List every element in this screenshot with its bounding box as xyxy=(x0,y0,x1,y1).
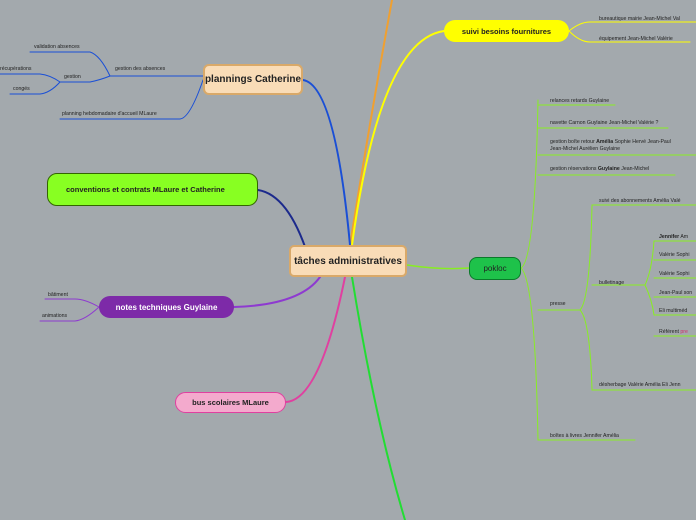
relances-label[interactable]: relances retards Guylaine xyxy=(550,98,610,104)
central-topic[interactable]: tâches administratives xyxy=(289,245,407,277)
presse-label[interactable]: presse xyxy=(550,301,566,307)
suivi-fournitures-node[interactable]: suivi besoins fournitures xyxy=(444,20,569,42)
abonnements-label[interactable]: suivi des abonnements Amélia Valé xyxy=(599,198,681,204)
bulletinage-item-6[interactable]: Référent pre xyxy=(659,329,688,335)
bulletinage-item-5[interactable]: Eli multiméd xyxy=(659,308,688,314)
branch-orange xyxy=(349,0,393,246)
branch-purple xyxy=(233,276,321,308)
gestion-boite-label[interactable]: gestion boîte retour Amélia Sophie Hervé… xyxy=(550,139,671,152)
boites-a-livres-label[interactable]: boîtes à livres Jennifer Amélia xyxy=(550,433,619,439)
validation-absences-label[interactable]: validation absences xyxy=(34,44,80,50)
recuperations-label[interactable]: récupérations xyxy=(0,66,32,72)
gestion-label[interactable]: gestion xyxy=(64,74,81,80)
gestion-reservations-label[interactable]: gestion réservations Guylaine Jean-Miche… xyxy=(550,166,650,172)
branch-yellow xyxy=(351,30,445,246)
conventions-node[interactable]: conventions et contrats MLaure et Cather… xyxy=(47,173,258,206)
branch-pokloc xyxy=(406,264,470,270)
gestion-absences-label[interactable]: gestion des absences xyxy=(115,66,166,72)
conges-label[interactable]: congés xyxy=(13,86,30,92)
plannings-catherine-node[interactable]: plannings Catherine xyxy=(203,64,303,95)
planning-hebdomadaire-label[interactable]: planning hebdomadaire d'accueil MLaure xyxy=(62,111,157,117)
bulletinage-item-4[interactable]: Jean-Paul son xyxy=(659,290,693,296)
branch-pink xyxy=(285,276,346,403)
bulletinage-item-2[interactable]: Valérie Sophi xyxy=(659,252,690,258)
pokloc-node[interactable]: pokloc xyxy=(469,257,521,280)
branch-green xyxy=(351,276,406,520)
desherbage-label[interactable]: désherbage Valérie Amélia Eli Jenn xyxy=(599,382,681,388)
bulletinage-item-1[interactable]: Jennifer Am xyxy=(659,234,689,240)
equipement-label[interactable]: équipement Jean-Michel Valérie xyxy=(599,36,673,42)
batiment-label[interactable]: bâtiment xyxy=(48,292,68,298)
branch-blue xyxy=(302,79,351,246)
bus-scolaires-node[interactable]: bus scolaires MLaure xyxy=(175,392,286,413)
bureautique-label[interactable]: bureautique mairie Jean-Michel Val xyxy=(599,16,680,22)
bulletinage-label[interactable]: bulletinage xyxy=(599,280,625,286)
animations-label[interactable]: animations xyxy=(42,313,68,319)
bulletinage-item-3[interactable]: Valérie Sophi xyxy=(659,271,690,277)
navette-label[interactable]: navette Carnon Guylaine Jean-Michel Valé… xyxy=(550,120,659,126)
notes-techniques-node[interactable]: notes techniques Guylaine xyxy=(99,296,234,318)
